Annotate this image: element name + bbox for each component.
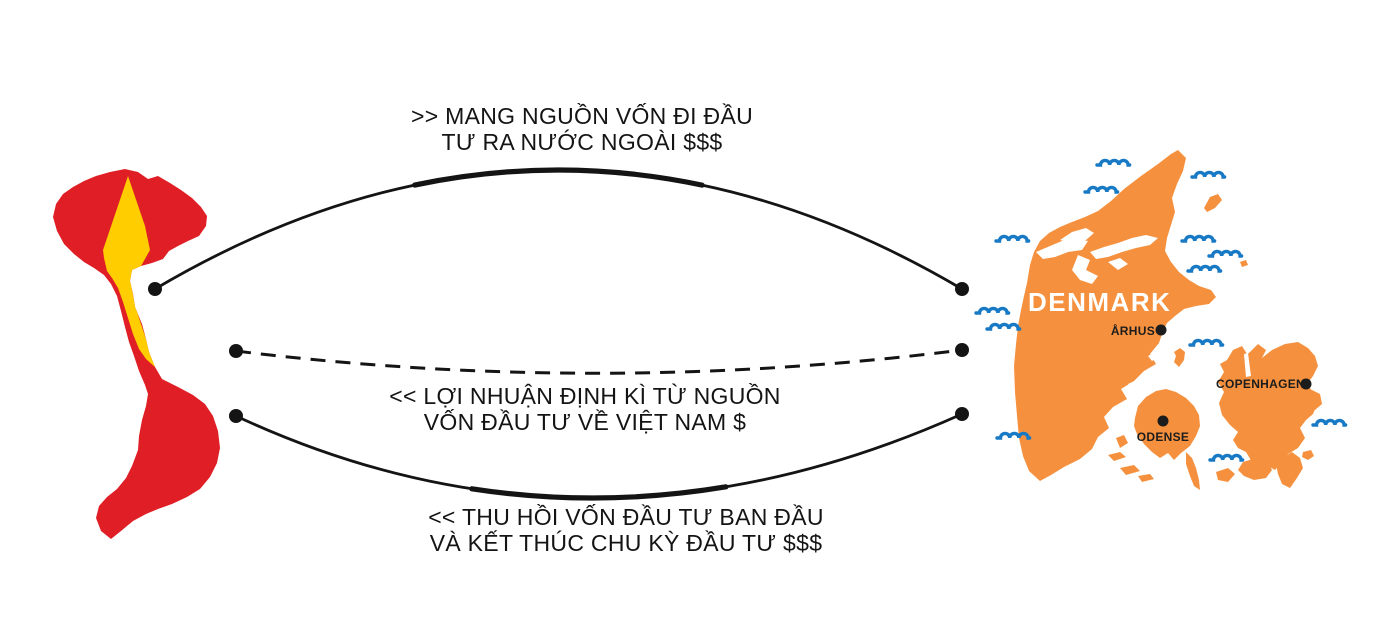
flow-label-outbound-line2: TƯ RA NƯỚC NGOÀI $$$ bbox=[441, 129, 723, 155]
endpoint-dot bbox=[955, 282, 969, 296]
endpoint-dot bbox=[955, 343, 969, 357]
city-label-arhus: ÅRHUS bbox=[1110, 324, 1155, 338]
city-label-odense: ODENSE bbox=[1136, 430, 1190, 444]
wave-icon bbox=[1186, 264, 1223, 273]
wave-icon bbox=[1311, 418, 1348, 427]
jutland-shape bbox=[1014, 150, 1216, 481]
flow-arc-outbound-taper bbox=[152, 167, 965, 292]
flow-line-profit bbox=[235, 348, 963, 375]
flow-label-outbound-line1: >> MANG NGUỒN VỐN ĐI ĐẦU bbox=[410, 103, 754, 129]
endpoint-dot bbox=[955, 407, 969, 421]
denmark-map bbox=[1014, 150, 1322, 490]
flow-arc-recovery-taper bbox=[233, 411, 965, 501]
city-label-copenhagen: COPENHAGEN bbox=[1216, 377, 1306, 391]
flow-label-recovery-line2: VÀ KẾT THÚC CHU KỲ ĐẦU TƯ $$$ bbox=[429, 530, 823, 556]
flow-label-profit-line2: VỐN ĐẦU TƯ VỀ VIỆT NAM $ bbox=[423, 409, 747, 435]
flow-label-recovery-line1: << THU HỒI VỐN ĐẦU TƯ BAN ĐẦU bbox=[428, 504, 824, 530]
wave-icon bbox=[994, 234, 1031, 243]
wave-icon bbox=[1190, 170, 1227, 179]
wave-icon bbox=[1083, 185, 1120, 194]
flow-label-recovery: << THU HỒI VỐN ĐẦU TƯ BAN ĐẦU VÀ KẾT THÚ… bbox=[412, 504, 840, 556]
city-dot-odense bbox=[1157, 415, 1169, 427]
wave-icon bbox=[1207, 249, 1244, 258]
small-islands bbox=[1108, 194, 1322, 490]
limfjord-cutouts bbox=[1036, 228, 1164, 389]
endpoint-dot bbox=[229, 409, 243, 423]
wave-icon bbox=[974, 306, 1011, 315]
vietnam-map bbox=[53, 169, 220, 539]
wave-icon bbox=[985, 322, 1022, 331]
endpoint-dot bbox=[148, 282, 162, 296]
flow-label-profit: << LỢI NHUẬN ĐỊNH KÌ TỪ NGUỒN VỐN ĐẦU TƯ… bbox=[375, 383, 795, 435]
roskilde-fjord-cutout bbox=[1244, 353, 1251, 377]
city-dot-copenhagen bbox=[1300, 378, 1312, 390]
vietnam-star-wedge bbox=[103, 176, 184, 379]
wave-icon bbox=[1095, 158, 1132, 167]
wave-icon bbox=[1208, 453, 1245, 462]
flow-arc-outbound bbox=[154, 168, 963, 291]
wave-icon bbox=[1180, 234, 1217, 243]
flow-label-profit-line1: << LỢI NHUẬN ĐỊNH KÌ TỪ NGUỒN bbox=[389, 383, 781, 409]
vietnam-shape bbox=[53, 169, 220, 539]
wave-icon bbox=[1188, 338, 1225, 347]
zealand-shape bbox=[1218, 342, 1318, 470]
denmark-label: DENMARK bbox=[1028, 287, 1172, 317]
city-dot-arhus bbox=[1155, 324, 1167, 336]
flow-arcs bbox=[148, 167, 969, 501]
endpoint-dot bbox=[229, 344, 243, 358]
flow-label-outbound: >> MANG NGUỒN VỐN ĐI ĐẦU TƯ RA NƯỚC NGOÀ… bbox=[372, 103, 792, 155]
